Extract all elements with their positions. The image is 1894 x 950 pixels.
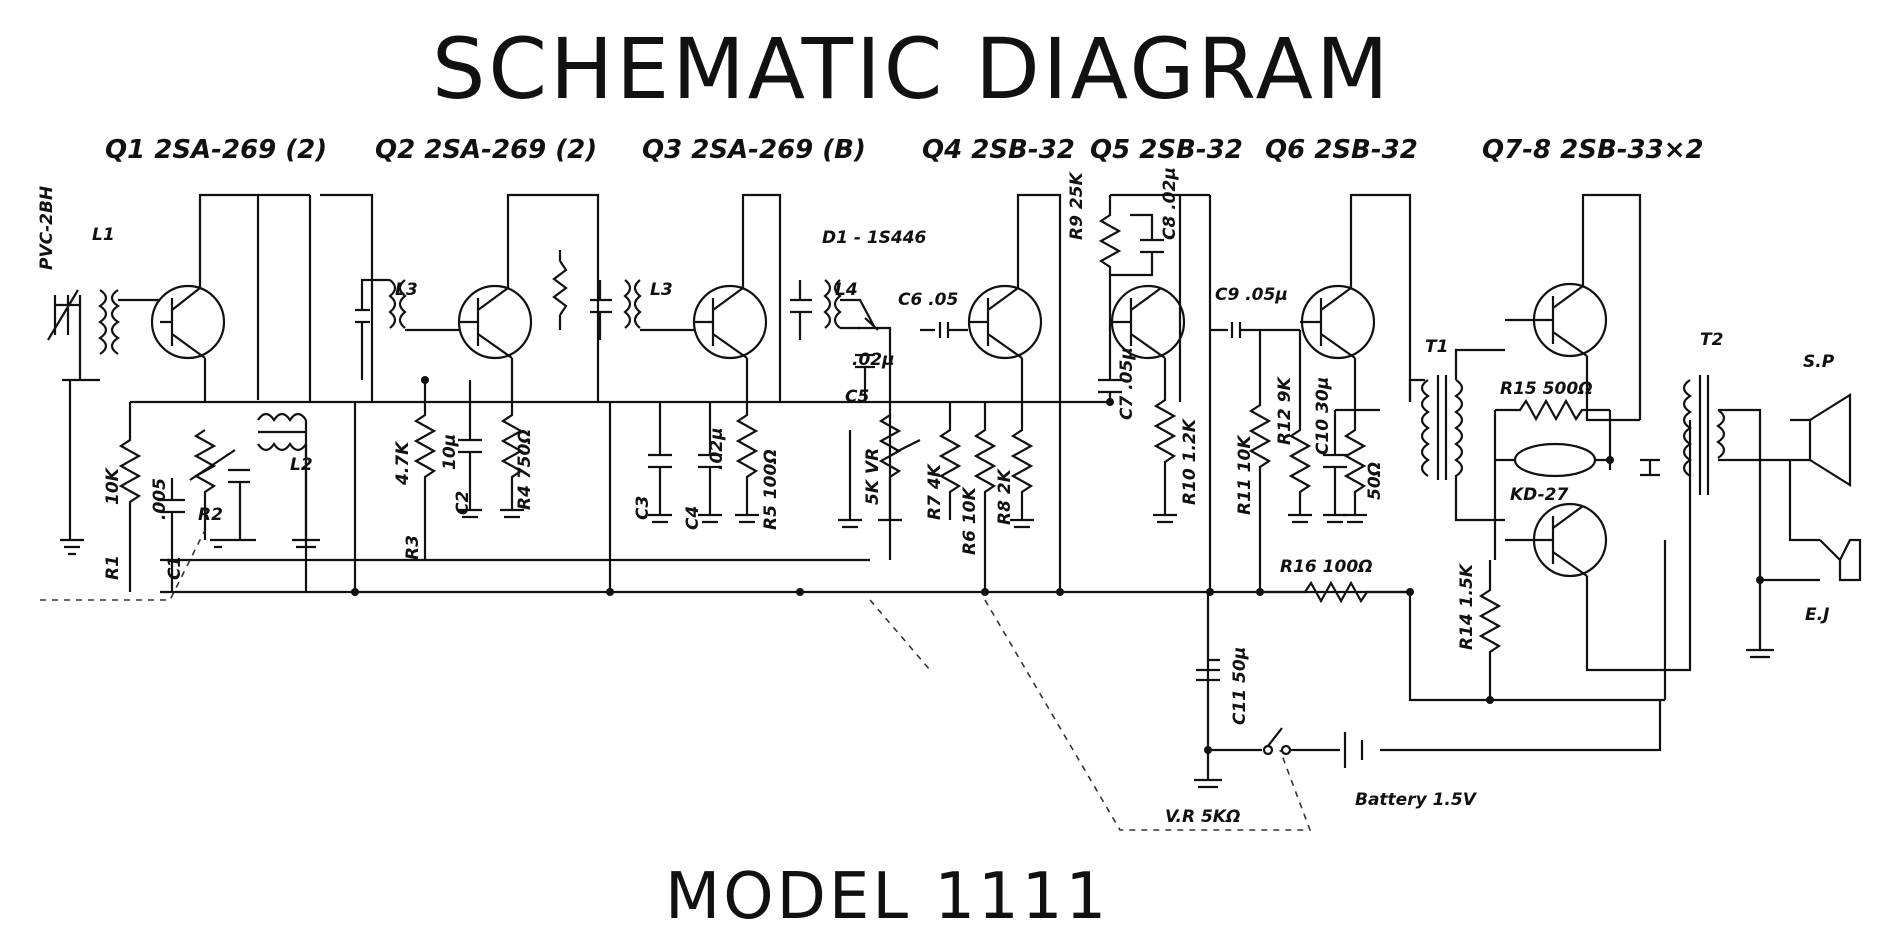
r3-value: 4.7K: [393, 440, 413, 486]
kd27-label: KD-27: [1510, 485, 1568, 505]
l4-label: L4: [835, 280, 858, 300]
r5-label: R5 100Ω: [761, 449, 781, 530]
l3a-label: L3: [395, 280, 418, 300]
c4-value: .02μ: [707, 427, 727, 470]
diagram-title: SCHEMATIC DIAGRAM: [432, 20, 1392, 118]
c2-label: C2: [453, 491, 473, 515]
q5-label: Q5 2SB-32: [1090, 135, 1243, 165]
r3-label: R3: [403, 535, 423, 560]
l3b-label: L3: [650, 280, 673, 300]
stage-q4: [869, 193, 1312, 831]
r9-label: R9 25K: [1067, 171, 1087, 240]
c2-value: 10μ: [440, 434, 460, 470]
r2-label: R2: [198, 505, 223, 525]
c10-label: C10 30μ: [1313, 377, 1333, 455]
c9-label: C9 .05μ: [1215, 285, 1288, 305]
stage-q6: [1210, 193, 1412, 592]
earphone-jack-label: E.J: [1805, 605, 1829, 625]
r8-label: R8 2K: [995, 467, 1015, 525]
bus-wires: [130, 400, 1667, 760]
r1-label: R1: [103, 555, 123, 580]
r7-label: R7 4K: [925, 462, 945, 520]
c1-value: .005: [150, 478, 170, 520]
stage-q3: [552, 193, 782, 592]
r6-label: R6 10K: [960, 486, 980, 555]
q2-label: Q2 2SA-269 (2): [375, 135, 597, 165]
stage-q1: [40, 193, 320, 601]
l1-label: L1: [92, 225, 115, 245]
stage-output: [1260, 193, 1862, 700]
c7-label: C7 .05μ: [1117, 347, 1137, 420]
vr-label: 5K VR: [863, 448, 883, 505]
stage-q2: [320, 193, 600, 592]
q7-8-label: Q7-8 2SB-33×2: [1482, 135, 1704, 165]
r14-label: R14 1.5K: [1457, 562, 1477, 650]
model-label: MODEL 1111: [665, 860, 1109, 934]
r15-label: R15 500Ω: [1500, 379, 1593, 399]
c1-label: C1: [165, 556, 185, 580]
c5-value: .02μ: [852, 350, 895, 370]
vr5k-label: V.R 5KΩ: [1165, 807, 1240, 827]
c4-label: C4: [683, 506, 703, 530]
junction-dots: [351, 376, 1764, 754]
pvc-label: PVC-2BH: [37, 186, 57, 270]
r10-label: R10 1.2K: [1180, 417, 1200, 505]
r12-label: R12 9K: [1275, 376, 1295, 445]
d1-label: D1 - 1S446: [822, 228, 927, 248]
q1-label: Q1 2SA-269 (2): [105, 135, 327, 165]
r1-value: 10K: [103, 466, 123, 505]
l2-label: L2: [290, 455, 313, 475]
stage-q5: [1098, 193, 1212, 592]
q3-label: Q3 2SA-269 (B): [642, 135, 866, 165]
c11-label: C11 50μ: [1230, 647, 1250, 725]
r16-label: R16 100Ω: [1280, 557, 1373, 577]
q6-label: Q6 2SB-32: [1265, 135, 1418, 165]
r13-label: 50Ω: [1365, 462, 1385, 500]
speaker-label: S.P: [1803, 352, 1835, 372]
r4-label: R4 750Ω: [515, 429, 535, 510]
c3-label: C3: [633, 496, 653, 520]
stage-detector: [790, 279, 921, 560]
t2-label: T2: [1700, 330, 1723, 350]
c6-label: C6 .05: [898, 290, 958, 310]
t1-label: T1: [1425, 337, 1448, 357]
c5-label: C5: [845, 387, 869, 407]
power-section: [1194, 658, 1364, 789]
component-labels: L1 L2 L3 L3 L4 PVC-2BH D1 - 1S446 R9 25K…: [37, 167, 1835, 827]
q4-label: Q4 2SB-32: [922, 135, 1075, 165]
r11-label: R11 10K: [1235, 434, 1255, 515]
c8-label: C8 .02μ: [1160, 167, 1180, 240]
battery-label: Battery 1.5V: [1355, 790, 1478, 810]
